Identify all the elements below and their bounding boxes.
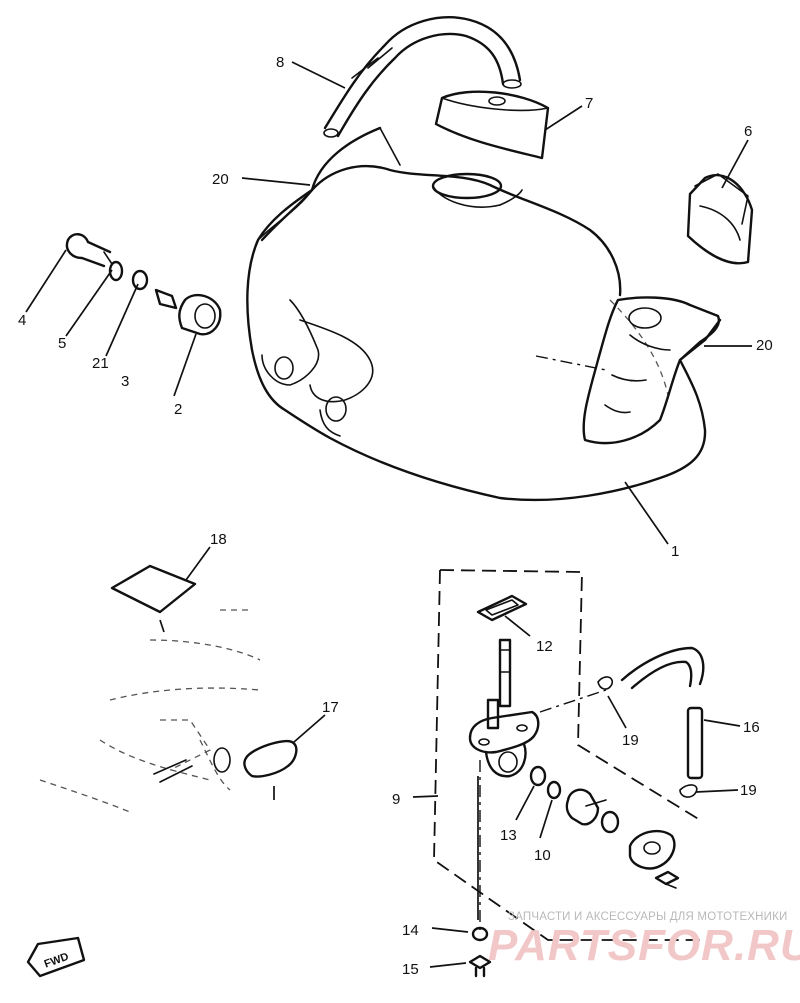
fuel-cock [468, 638, 540, 778]
leader-lines [25, 61, 752, 968]
callout-12: 12 [536, 638, 553, 655]
tank-pad-17 [243, 739, 298, 778]
callout-19-upper: 19 [622, 732, 639, 749]
hose-clip-upper [597, 676, 614, 690]
callout-labels: 1 2 3 4 5 6 7 8 9 10 12 13 14 15 16 17 1… [18, 54, 773, 978]
callout-16: 16 [743, 719, 760, 736]
tank-plate [686, 173, 754, 265]
drain-bolt [468, 954, 492, 978]
tank-emblem-right [582, 296, 721, 445]
callout-21: 21 [92, 355, 109, 372]
callout-7: 7 [585, 95, 593, 112]
callout-10: 10 [534, 847, 551, 864]
callout-18: 18 [210, 531, 227, 548]
fuel-cock-oring [529, 765, 547, 787]
callout-5: 5 [58, 335, 66, 352]
watermark-brand: PARTSFOR.RU [488, 921, 800, 970]
fwd-badge: FWD [26, 936, 86, 978]
fuel-cock-group-box [433, 569, 701, 941]
fuel-cock-plate [628, 829, 676, 870]
fuel-hose [620, 646, 705, 780]
fuel-tank [246, 126, 722, 502]
tank-pad-18 [110, 564, 197, 614]
fuel-cock-gasket [476, 594, 528, 622]
breather-hose [323, 16, 522, 138]
mount-bolt [65, 233, 113, 268]
callout-13: 13 [500, 827, 517, 844]
watermark-tagline: ЗАПЧАСТИ И АКСЕССУАРЫ ДЛЯ МОТОТЕХНИКИ [508, 911, 788, 923]
mount-damper [178, 293, 222, 336]
drain-washer [471, 926, 489, 942]
callout-15: 15 [402, 961, 419, 978]
fuel-cock-screw [654, 870, 680, 889]
callout-17: 17 [322, 699, 339, 716]
frame-phantom [39, 609, 261, 813]
watermark: ЗАПЧАСТИ И АКСЕССУАРЫ ДЛЯ МОТОТЕХНИКИ PA… [488, 911, 800, 970]
callout-1: 1 [671, 543, 679, 560]
fuel-cap [434, 90, 550, 160]
fuel-cock-spring [600, 810, 620, 834]
callout-20-left: 20 [212, 171, 229, 188]
mount-washer [108, 260, 124, 282]
callout-19-lower: 19 [740, 782, 757, 799]
mount-collar [131, 269, 149, 291]
hose-clip-lower [679, 784, 698, 798]
callout-6: 6 [744, 123, 752, 140]
callout-20-right: 20 [756, 337, 773, 354]
callout-8: 8 [276, 54, 284, 71]
callout-2: 2 [174, 401, 182, 418]
fuel-cock-seal [546, 780, 562, 800]
mount-spacer [154, 288, 178, 310]
callout-9: 9 [392, 791, 400, 808]
callout-3: 3 [121, 373, 129, 390]
callout-4: 4 [18, 312, 26, 329]
fuel-cock-lever [565, 788, 607, 826]
callout-14: 14 [402, 922, 419, 939]
